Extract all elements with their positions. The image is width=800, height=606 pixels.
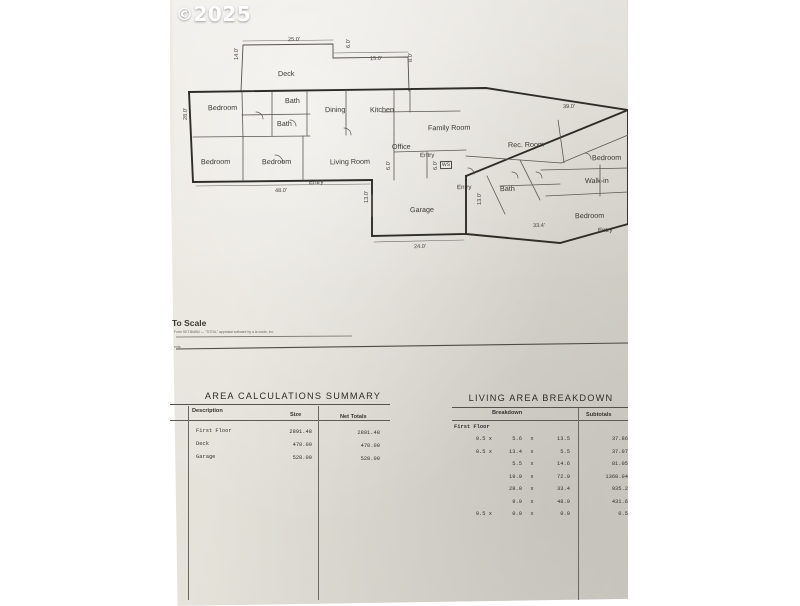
breakdown-row-subtotal-6: 0.5	[618, 511, 628, 517]
area-summary-col-description: Description	[192, 408, 223, 414]
area-summary-title: AREA CALCULATIONS SUMMARY	[204, 391, 382, 401]
living-breakdown-col-breakdown: Breakdown	[492, 410, 523, 416]
dimension-v-3: 28.0'	[182, 107, 189, 121]
copyright-symbol: ©	[176, 5, 194, 25]
breakdown-row-op-6: x	[530, 511, 534, 517]
room-label-kitchen-5: Kitchen	[369, 104, 395, 115]
room-label-bath-3: Bath	[276, 118, 292, 129]
breakdown-row-b-2: 14.6	[557, 461, 570, 467]
marker-ws: WS	[439, 160, 453, 170]
dimension-v-5: 13.0'	[363, 190, 370, 204]
area-calculations-summary-table: AREA CALCULATIONS SUMMARY de Description…	[162, 388, 390, 600]
area-row-net-total-0: 2891.48	[357, 430, 380, 436]
dimension-h-5: 33.4'	[532, 222, 546, 230]
room-label-bedroom-7: Bedroom	[200, 156, 231, 167]
area-row-description-1: Deck	[196, 441, 209, 447]
breakdown-row-op-5: x	[530, 498, 534, 505]
area-summary-col-net-totals: Net Totals	[340, 414, 367, 420]
breakdown-row-a-0: 5.6	[512, 436, 522, 442]
entry-label-2: Entry	[456, 183, 472, 192]
entry-label-3: Entry	[597, 226, 613, 235]
breakdown-row-op-4: x	[530, 486, 534, 492]
breakdown-row-b-0: 13.5	[557, 436, 570, 442]
breakdown-row-b-3: 72.0	[557, 473, 570, 480]
living-area-breakdown-table: LIVING AREA BREAKDOWN Breakdown Subtotal…	[452, 388, 628, 600]
room-label-office-10: Office	[391, 141, 411, 152]
room-label-walk-in-15: Walk-in	[584, 175, 609, 186]
area-row-size-2: 528.00	[292, 455, 312, 461]
breakdown-row-factor-6: 0.5 x	[475, 511, 492, 517]
dimension-v-6: 13.0'	[476, 192, 483, 206]
breakdown-row-b-6: 0.0	[560, 511, 570, 517]
breakdown-row-factor-1: 0.5 x	[475, 448, 492, 455]
copyright-watermark: ©2025	[176, 2, 251, 26]
dimension-h-4: 39.0'	[562, 103, 576, 111]
area-row-net-total-2: 528.00	[360, 456, 380, 462]
breakdown-row-op-3: x	[530, 473, 534, 480]
room-label-bedroom-14: Bedroom	[591, 152, 622, 163]
breakdown-row-a-1: 13.4	[509, 448, 522, 455]
room-label-deck-0: Deck	[277, 68, 295, 79]
right-page-margin	[628, 0, 800, 600]
breakdown-row-a-4: 28.0	[509, 486, 522, 492]
breakdown-row-b-1: 5.5	[560, 448, 570, 455]
room-label-bedroom-16: Bedroom	[574, 210, 605, 221]
room-label-dining-4: Dining	[324, 104, 346, 115]
breakdown-row-a-2: 5.5	[512, 461, 522, 467]
dimension-h-3: 24.0'	[413, 243, 427, 251]
dimension-v-7: 6.0'	[432, 161, 439, 171]
room-label-living-room-9: Living Room	[329, 156, 371, 167]
dimension-v-4: 6.0'	[385, 161, 392, 171]
area-row-size-0: 2891.48	[289, 429, 312, 435]
breakdown-row-b-4: 33.4	[557, 486, 570, 492]
room-label-bedroom-1: Bedroom	[207, 102, 238, 113]
room-label-family-room-6: Family Room	[427, 122, 471, 133]
breakdown-row-a-6: 0.0	[512, 511, 522, 517]
breakdown-row-subtotal-1: 37.07	[611, 448, 628, 455]
area-row-description-2: Garage	[196, 454, 216, 460]
breakdown-row-b-5: 48.0	[557, 498, 570, 505]
breakdown-row-op-0: x	[530, 436, 534, 442]
dimension-v-1: 6.0'	[345, 39, 352, 49]
dimension-h-0: 25.0'	[287, 36, 301, 44]
fine-print-line-2: ents.	[174, 345, 182, 349]
room-label-bath-13: Bath	[499, 183, 515, 194]
area-row-size-1: 470.00	[292, 442, 312, 448]
room-label-garage-11: Garage	[409, 204, 435, 215]
dimension-v-2: 8.0'	[407, 53, 414, 63]
breakdown-row-subtotal-3: 1368.04	[605, 473, 628, 480]
breakdown-row-op-2: x	[530, 461, 534, 467]
breakdown-row-a-3: 19.0	[509, 473, 522, 480]
room-label-bedroom-8: Bedroom	[261, 156, 292, 167]
breakdown-row-factor-0: 0.5 x	[475, 436, 492, 442]
copyright-year: 2025	[193, 2, 252, 26]
room-label-rec-room-12: Rec. Room	[507, 139, 545, 150]
breakdown-row-subtotal-2: 81.05	[611, 461, 628, 467]
living-breakdown-title: LIVING AREA BREAKDOWN	[468, 393, 614, 403]
living-breakdown-col-subtotals: Subtotals	[586, 412, 612, 418]
breakdown-row-subtotal-5: 431.6	[611, 498, 628, 505]
left-page-margin	[0, 0, 170, 600]
breakdown-row-subtotal-0: 37.86	[611, 436, 628, 442]
area-row-description-0: First Floor	[196, 428, 232, 434]
breakdown-row-op-1: x	[530, 448, 534, 455]
dimension-h-1: 15.0'	[369, 55, 383, 63]
fine-print-line-1: Form SKT.BidSkI — "TOTAL" appraisal soft…	[174, 330, 275, 334]
scale-note: To Scale	[172, 318, 207, 328]
dimension-v-0: 14.0'	[233, 47, 240, 61]
entry-label-1: Entry	[419, 151, 435, 160]
dimension-h-2: 48.0'	[274, 187, 288, 195]
breakdown-row-a-5: 9.0	[512, 498, 522, 505]
area-summary-col-size: Size	[290, 412, 302, 418]
living-breakdown-section-label: First Floor	[454, 424, 490, 430]
entry-label-0: Entry	[308, 178, 324, 187]
area-row-net-total-1: 470.00	[360, 443, 380, 449]
breakdown-row-subtotal-4: 935.2	[611, 486, 628, 492]
room-label-bath-2: Bath	[284, 95, 300, 106]
